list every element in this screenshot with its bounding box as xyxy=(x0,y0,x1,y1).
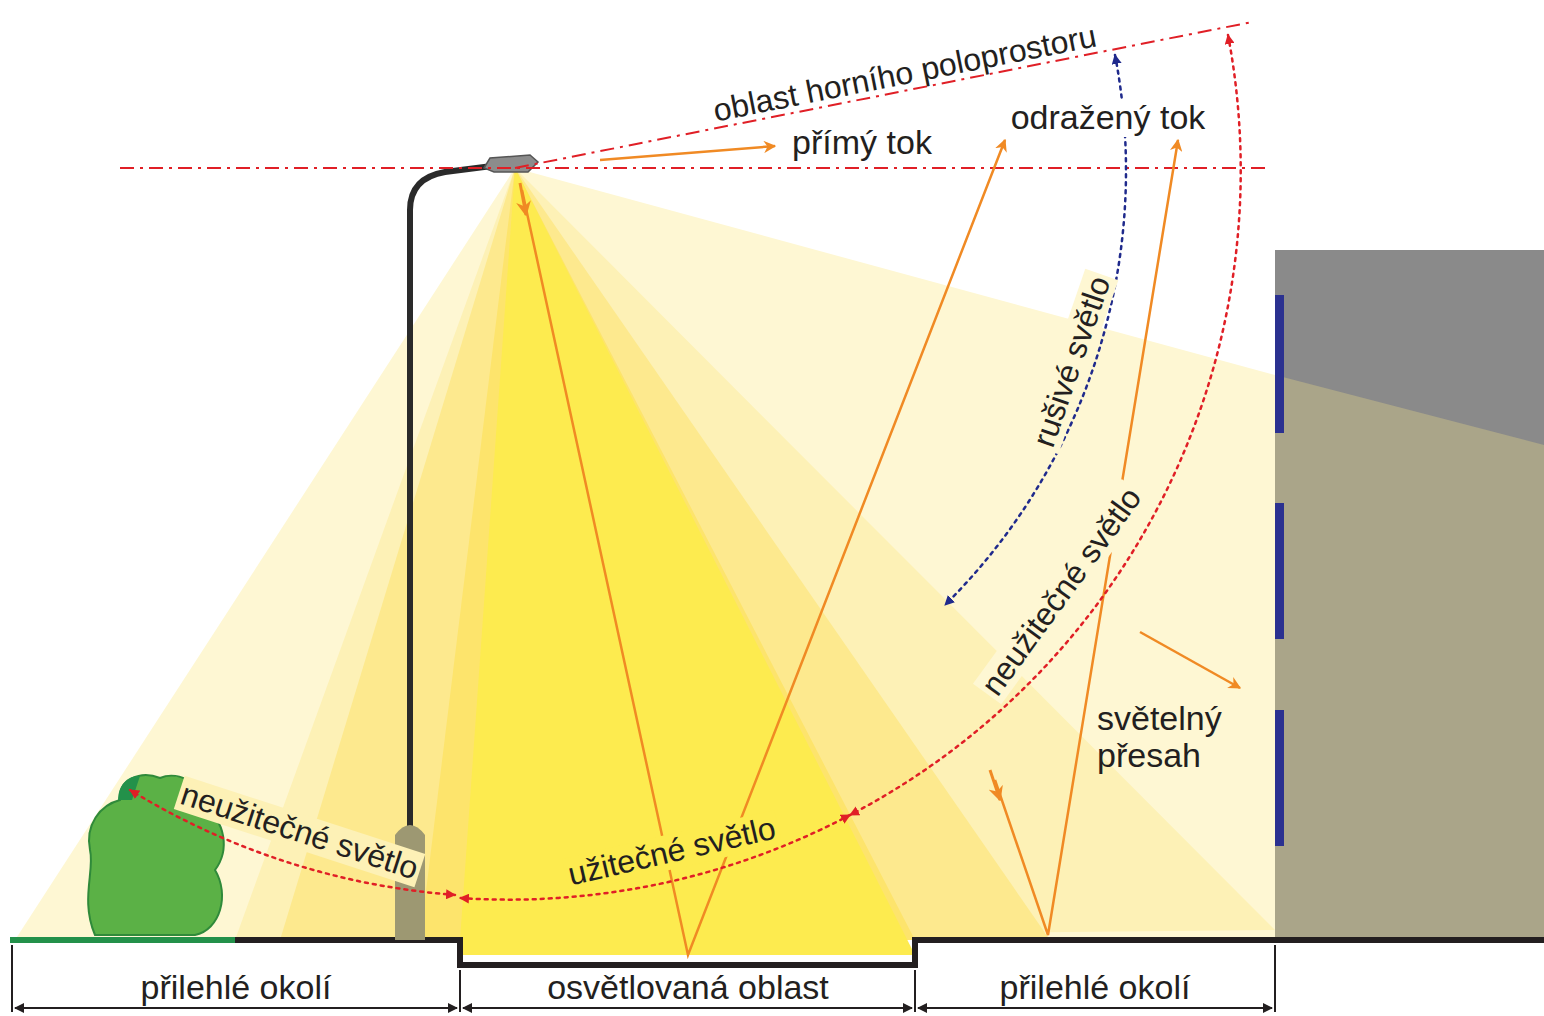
dimension-line xyxy=(15,1007,457,1009)
light-label: světelný přesah xyxy=(1094,700,1250,775)
reflected-ray xyxy=(522,140,1005,955)
flux-label: přímý tok xyxy=(789,124,935,161)
zone-label: přilehlé okolí xyxy=(997,969,1194,1006)
zone-label: osvětlovaná oblast xyxy=(544,969,832,1006)
direct-flux-arrow xyxy=(600,146,775,160)
bush-shade xyxy=(118,776,140,800)
dimension-tick xyxy=(1274,945,1276,1012)
dimension-tick xyxy=(459,970,461,1012)
ray-arrow xyxy=(990,770,1000,800)
luminaire xyxy=(484,155,538,172)
light-fan xyxy=(235,168,1275,940)
zone-label: přilehlé okolí xyxy=(138,969,335,1006)
dimension-line xyxy=(918,1007,1272,1009)
spill-arrow xyxy=(1140,632,1240,688)
illuminated-cone xyxy=(460,168,915,955)
dimension-tick xyxy=(11,945,13,1012)
building xyxy=(1275,250,1544,940)
dimension-line xyxy=(463,1007,912,1009)
flux-label: odražený tok xyxy=(1008,99,1209,136)
grass xyxy=(10,937,235,943)
dimension-tick xyxy=(914,970,916,1012)
lit-building xyxy=(1275,375,1544,940)
horizontal-line xyxy=(120,167,1270,169)
window xyxy=(1275,295,1284,433)
ground xyxy=(10,940,1544,965)
window xyxy=(1275,710,1284,846)
window xyxy=(1275,503,1284,639)
lamp-pole xyxy=(410,166,492,830)
